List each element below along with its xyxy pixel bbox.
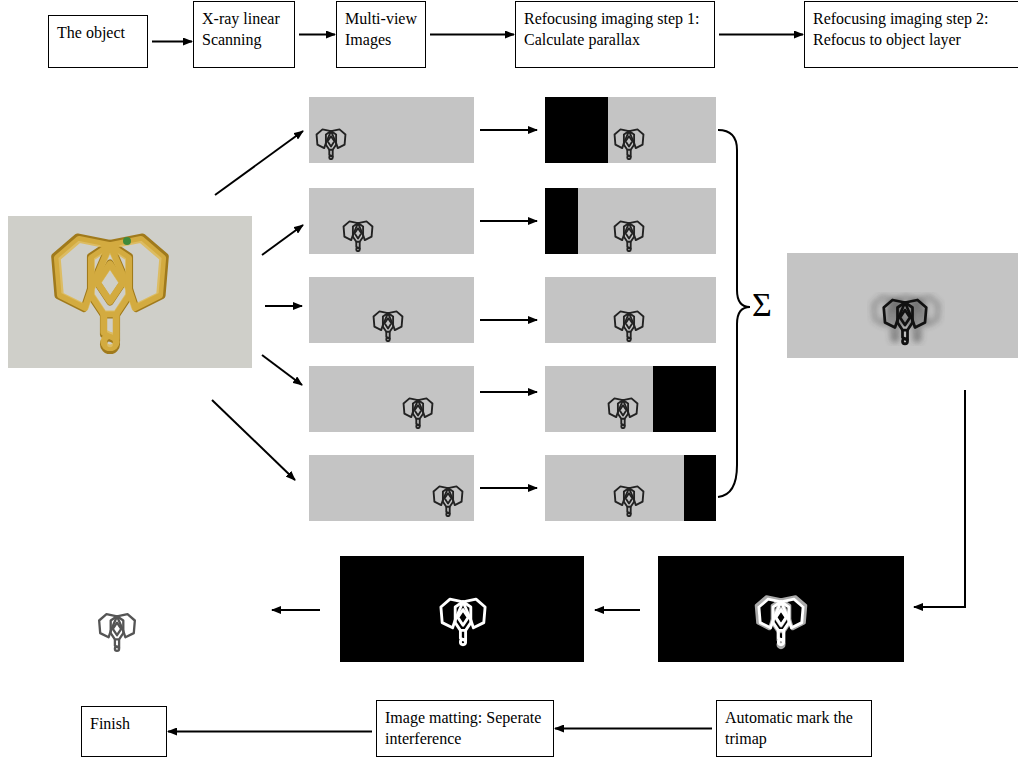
box-text: Automatic mark the trimap	[725, 707, 863, 749]
process-box: Image matting: Seperate interference	[376, 700, 554, 757]
process-box: Finish	[81, 706, 167, 757]
flow-arrow	[430, 34, 514, 36]
process-box: The object	[48, 15, 148, 68]
process-box: X-ray linear Scanning	[193, 1, 295, 68]
flow-arrow	[152, 41, 192, 43]
box-text: Refocusing imaging step 1: Calculate par…	[524, 8, 706, 50]
process-box: Refocusing imaging step 2: Refocus to ob…	[804, 1, 1018, 68]
box-text: Image matting: Seperate interference	[385, 707, 545, 749]
box-text: Multi-view Images	[345, 8, 417, 50]
box-text: X-ray linear Scanning	[202, 8, 286, 50]
sum-symbol: Σ	[752, 286, 772, 324]
flow-arrow	[555, 728, 712, 730]
flow-arrow	[719, 34, 803, 36]
process-box: Multi-view Images	[336, 1, 426, 68]
box-text: Refocusing imaging step 2: Refocus to ob…	[813, 8, 1010, 50]
flow-arrow	[299, 34, 335, 36]
process-box: Refocusing imaging step 1: Calculate par…	[515, 1, 715, 68]
box-text: The object	[57, 22, 139, 43]
box-text: Finish	[90, 713, 158, 734]
flow-arrow	[168, 731, 372, 733]
process-box: Automatic mark the trimap	[716, 700, 872, 757]
